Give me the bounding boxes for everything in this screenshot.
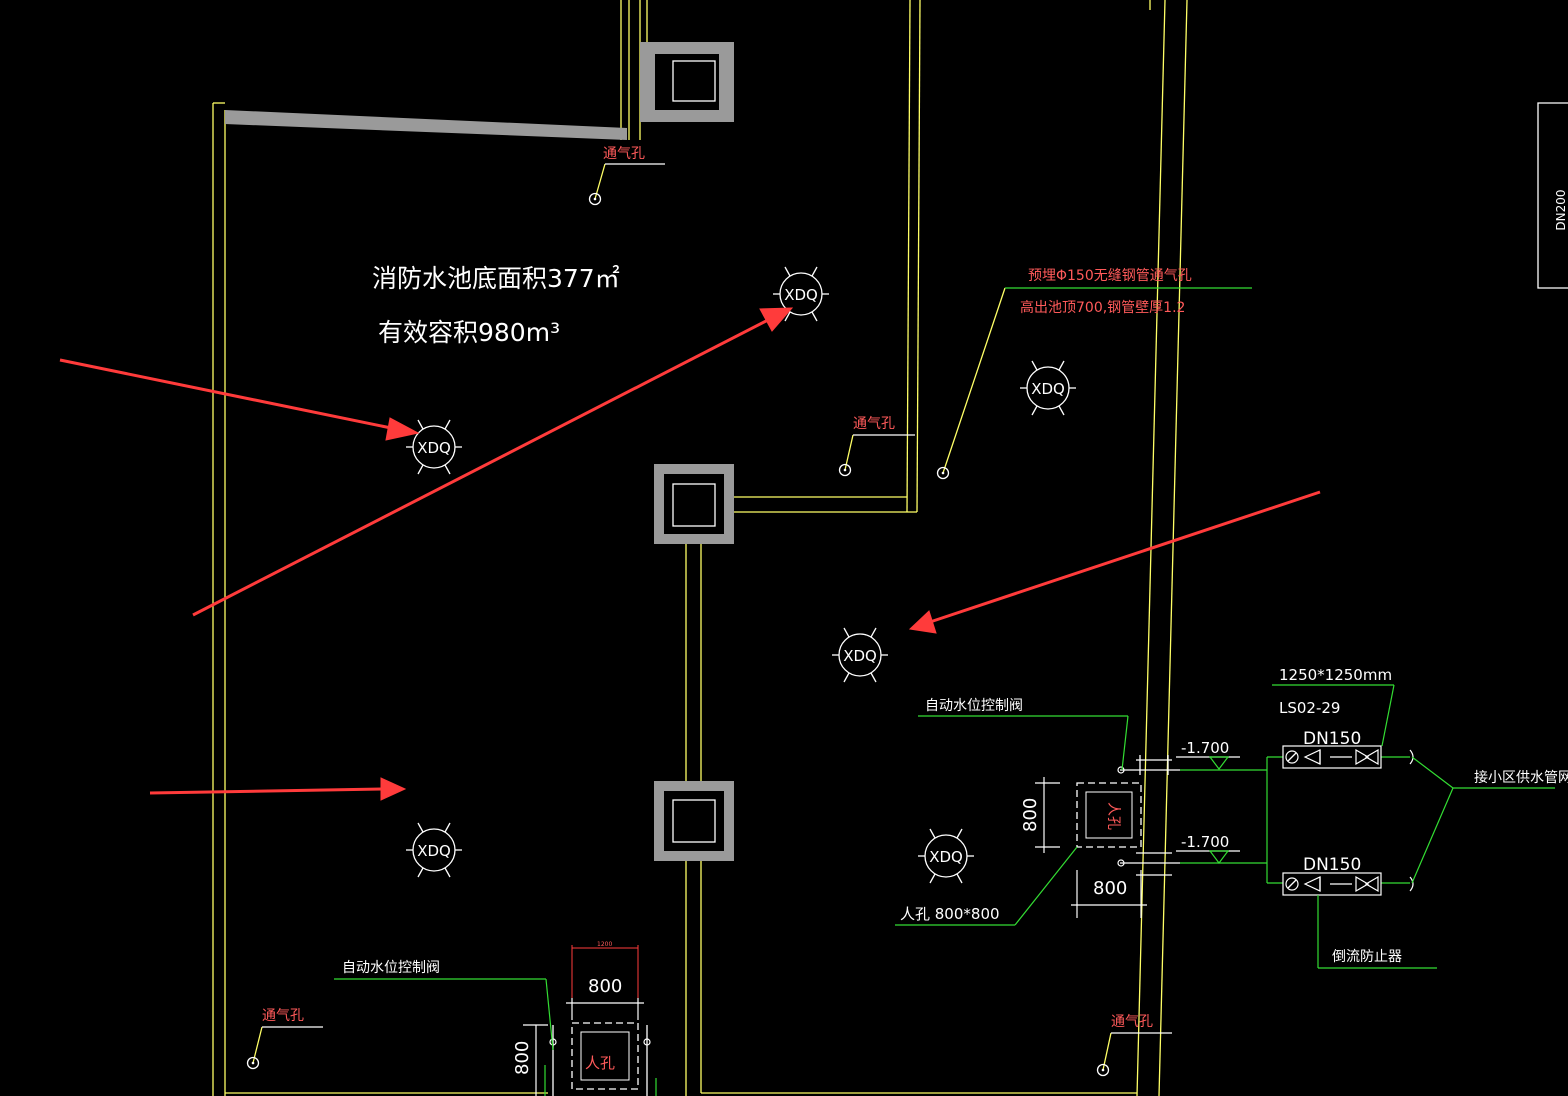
svg-text:XDQ: XDQ (417, 439, 451, 457)
arrow-2 (192, 307, 794, 617)
manhole-label: 人孔 (585, 1054, 615, 1072)
arrow-1 (59, 358, 420, 441)
supply-label: 接小区供水管网 (1474, 769, 1568, 786)
top-beam (225, 110, 627, 140)
column-top (640, 42, 734, 122)
manhole-size-label: 人孔 800*800 (900, 905, 1000, 923)
elevation-upper: -1.700 (1181, 739, 1229, 757)
svg-text:XDQ: XDQ (784, 286, 818, 304)
manhole-right: 人孔 800 800 (1020, 777, 1147, 918)
float-valve-3: XDQ (1020, 360, 1076, 416)
vent-steel-pipe: 预埋Φ150无缝钢管通气孔 高出池顶700,钢管壁厚1.2 (936, 268, 1252, 480)
backflow-label: 倒流防止器 (1332, 949, 1402, 965)
svg-text:XDQ: XDQ (417, 842, 451, 860)
vent-top: 通气孔 (588, 146, 665, 206)
manhole-label: 人孔 (1105, 802, 1121, 830)
annotation-arrows (59, 307, 1321, 801)
vent-label: 通气孔 (262, 1008, 304, 1024)
svg-text:XDQ: XDQ (929, 848, 963, 866)
auto-valve-callout-right: 自动水位控制阀 (918, 698, 1129, 771)
supply-callout: 接小区供水管网 (1411, 756, 1568, 884)
vent-label: 通气孔 (1111, 1014, 1153, 1030)
float-valve-2: XDQ (773, 266, 829, 322)
pool-walls (212, 0, 1188, 1096)
dim-800-vertical: 800 (1020, 798, 1041, 832)
float-valve-4: XDQ (832, 627, 888, 683)
elevation-lower: -1.700 (1181, 833, 1229, 851)
backflow-preventer-lower: DN150 (1267, 855, 1414, 896)
box-model: LS02-29 (1279, 699, 1340, 717)
auto-valve-label: 自动水位控制阀 (925, 698, 1023, 714)
pipe-size-lower: DN150 (1303, 855, 1361, 875)
box-size: 1250*1250mm (1279, 666, 1392, 684)
column-middle (654, 464, 734, 544)
manhole-bottom: 人孔 1200 800 800 (512, 941, 657, 1096)
backflow-preventer-upper: DN150 (1267, 729, 1414, 769)
inlet-pipe-lower: -1.700 (1117, 833, 1267, 876)
float-valve-1: XDQ (406, 419, 462, 475)
vent-note-line1: 预埋Φ150无缝钢管通气孔 (1028, 268, 1192, 284)
column-bottom (654, 781, 734, 861)
auto-valve-callout-left: 自动水位控制阀 (334, 960, 554, 1051)
float-valve-6: XDQ (918, 828, 974, 884)
vent-bottom-right: 通气孔 (1096, 1014, 1172, 1077)
vent-middle: 通气孔 (838, 416, 915, 477)
vent-bottom-left: 通气孔 (246, 1008, 323, 1070)
side-panel: DN200 (1537, 102, 1568, 289)
svg-text:XDQ: XDQ (843, 647, 877, 665)
vent-label: 通气孔 (603, 146, 645, 162)
side-pipe-label: DN200 (1554, 189, 1568, 230)
dim-800-top: 800 (588, 976, 622, 997)
auto-valve-label: 自动水位控制阀 (342, 960, 440, 976)
svg-text:XDQ: XDQ (1031, 380, 1065, 398)
pipe-size-upper: DN150 (1303, 729, 1361, 749)
float-valve-5: XDQ (406, 822, 462, 878)
pool-area-text: 消防水池底面积377㎡ (372, 264, 620, 293)
vent-label: 通气孔 (853, 416, 895, 432)
dim-800-side: 800 (512, 1041, 533, 1075)
dim-small: 1200 (597, 941, 612, 948)
arrow-3 (908, 490, 1321, 634)
float-valve-symbols: XDQ XDQ XDQ (406, 266, 1076, 884)
pool-volume-text: 有效容积980m³ (378, 318, 560, 347)
backflow-callout: 倒流防止器 (1317, 895, 1437, 969)
arrow-4 (149, 777, 407, 801)
manhole-callout-right: 人孔 800*800 (895, 846, 1078, 926)
dim-800-horizontal: 800 (1093, 878, 1127, 899)
box-spec-callout: 1250*1250mm LS02-29 (1272, 666, 1395, 747)
vent-note-line2: 高出池顶700,钢管壁厚1.2 (1020, 299, 1185, 316)
inlet-pipe-upper: -1.700 (1117, 739, 1267, 775)
